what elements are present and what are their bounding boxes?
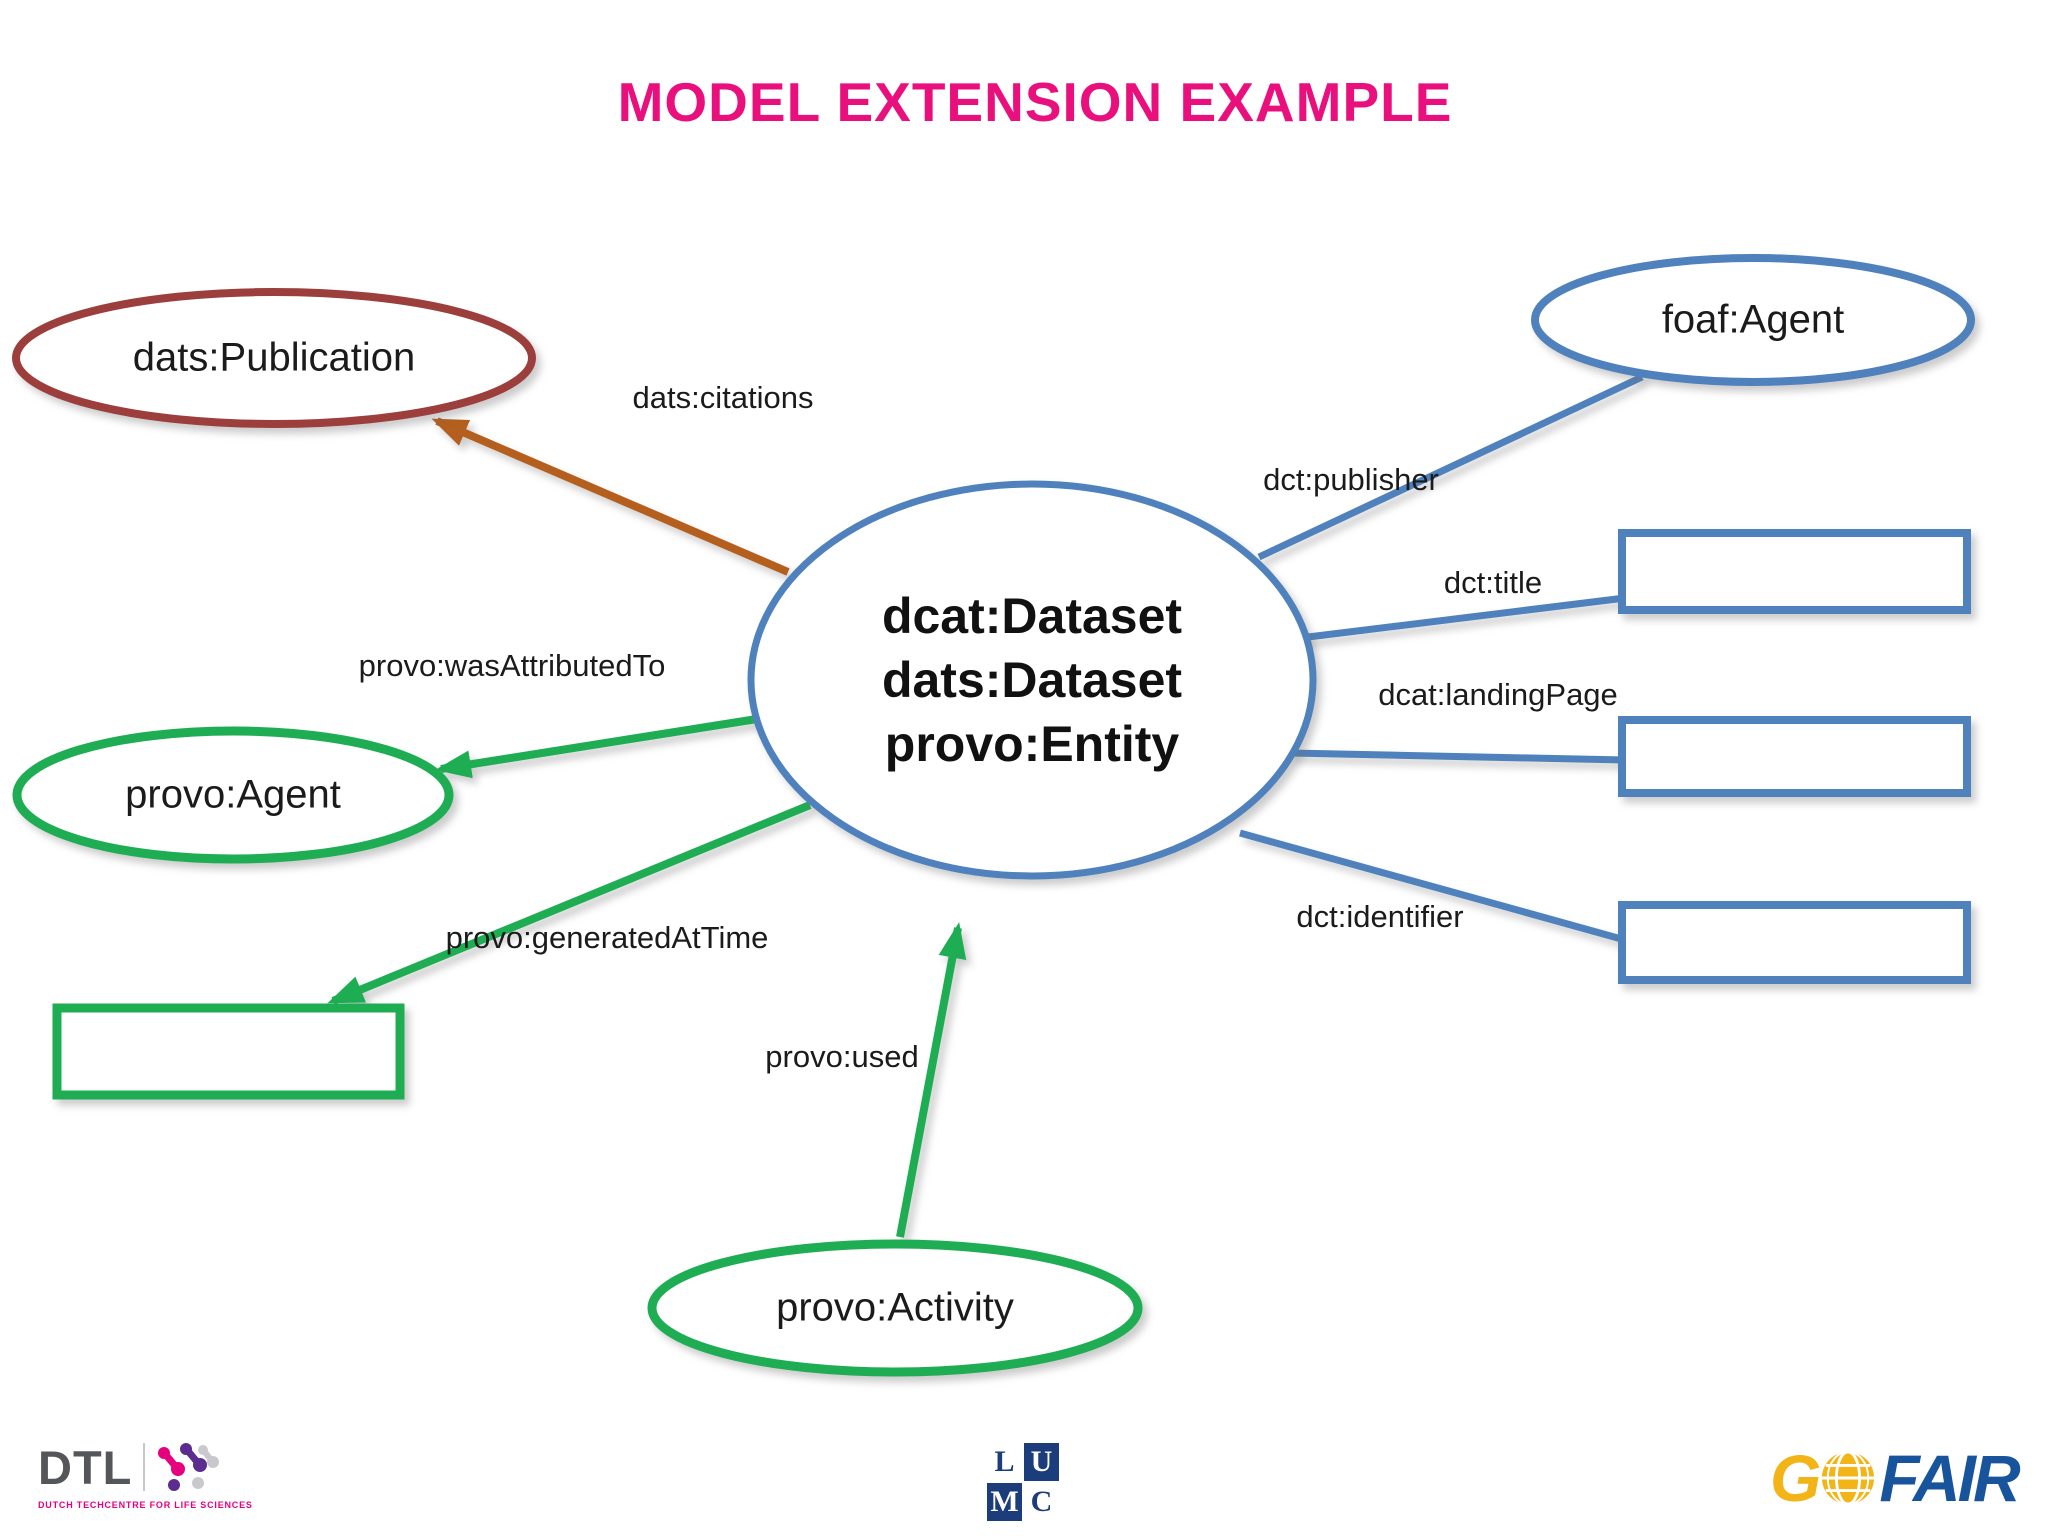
edge-provo-wasattributedto-label: provo:wasAttributedTo xyxy=(358,648,666,683)
dtl-logo-text: DTL xyxy=(38,1440,133,1494)
literal-box-identifier xyxy=(1618,901,1971,984)
edge-dct-publisher-label: dct:publisher xyxy=(1263,462,1439,497)
dtl-logo: DTL DUTCH TECHCENTRE FOR LIFE SCIENCES xyxy=(38,1438,253,1511)
provo-agent-label: provo:Agent xyxy=(125,772,341,817)
edge-dct-title-line xyxy=(1299,594,1626,642)
lumc-letter-c: C xyxy=(1024,1483,1059,1521)
lumc-logo: L U M C xyxy=(987,1443,1059,1523)
edge-dcat-landingpage-line xyxy=(1289,749,1626,764)
literal-box-title xyxy=(1618,529,1971,614)
lumc-letter-m: M xyxy=(987,1483,1022,1521)
foaf-agent-label: foaf:Agent xyxy=(1661,297,1845,342)
provo-activity-label: provo:Activity xyxy=(776,1285,1014,1330)
edge-dats-citations-label: dats:citations xyxy=(632,380,814,415)
page-title: MODEL EXTENSION EXAMPLE xyxy=(617,71,1453,133)
edge-dcat-landingpage-label: dcat:landingPage xyxy=(1378,677,1618,712)
go-fair-logo: G FAIR xyxy=(1770,1440,2021,1516)
edge-dct-title-label: dct:title xyxy=(1443,565,1543,600)
dats-publication-label: dats:Publication xyxy=(132,335,416,380)
literal-box-landingpage xyxy=(1618,716,1971,797)
edge-provo-generatedattime-arrow xyxy=(327,801,812,1005)
provo-activity-ellipse xyxy=(647,1239,1143,1377)
central-dataset-label: dcat:Dataset dats:Dataset provo:Entity xyxy=(882,584,1182,776)
go-fair-fair-text: FAIR xyxy=(1879,1441,2020,1515)
dtl-molecule-icon xyxy=(158,1443,220,1491)
central-label-line-1: dcat:Dataset xyxy=(881,588,1183,644)
dtl-logo-row: DTL xyxy=(38,1438,228,1496)
edge-provo-generatedattime-label: provo:generatedAtTime xyxy=(445,920,769,955)
dats-publication-ellipse xyxy=(12,288,536,428)
dtl-logo-divider xyxy=(143,1443,146,1491)
go-fair-globe-icon xyxy=(1822,1450,1875,1506)
lumc-letter-u: U xyxy=(1024,1443,1059,1481)
edge-provo-wasattributedto-arrow xyxy=(435,715,758,779)
edge-provo-used-arrow xyxy=(896,922,967,1238)
dtl-logo-tagline: DUTCH TECHCENTRE FOR LIFE SCIENCES xyxy=(38,1500,253,1510)
edge-dct-identifier-label: dct:identifier xyxy=(1296,899,1464,934)
provo-agent-ellipse xyxy=(12,726,454,864)
central-label-line-3: provo:Entity xyxy=(884,716,1180,772)
central-label-line-2: dats:Dataset xyxy=(881,652,1183,708)
central-dataset-ellipse xyxy=(747,480,1317,880)
go-fair-g-text: G xyxy=(1770,1441,1821,1515)
edge-dct-publisher-line xyxy=(1257,373,1644,561)
edge-provo-used-label: provo:used xyxy=(765,1039,919,1074)
literal-box-generatedattime xyxy=(52,1003,405,1100)
edge-dct-identifier-line xyxy=(1239,829,1626,944)
lumc-letter-l: L xyxy=(987,1443,1022,1481)
foaf-agent-ellipse xyxy=(1531,254,1975,386)
edge-dats-citations-arrow xyxy=(431,417,790,576)
